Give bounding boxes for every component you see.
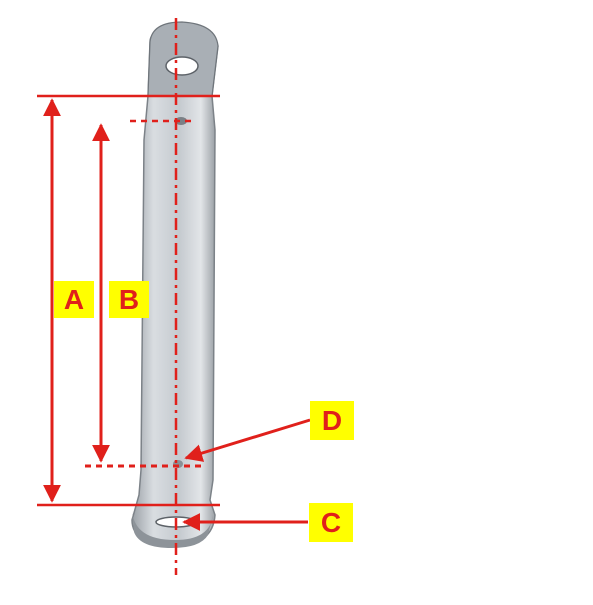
leader-d-arrow (184, 418, 311, 462)
label-a: A (54, 281, 94, 318)
label-c: C (309, 503, 353, 542)
label-b: B (109, 281, 149, 318)
label-d: D (310, 401, 354, 440)
